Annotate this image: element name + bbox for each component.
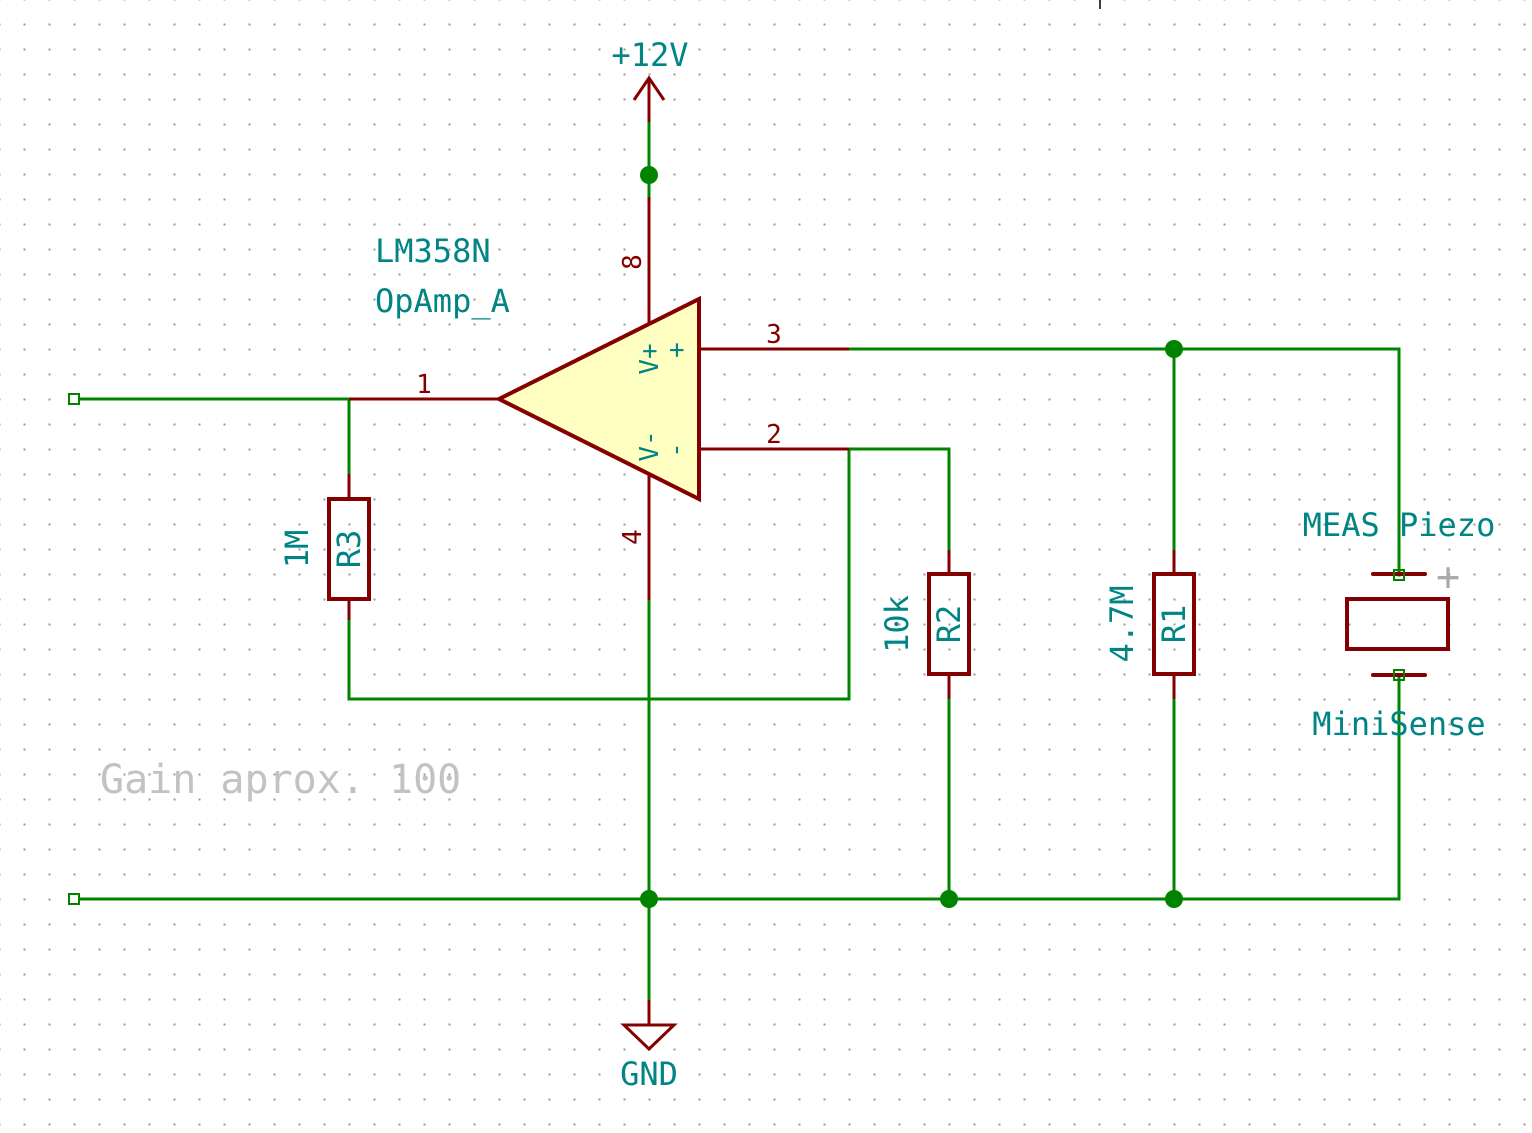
junction-dot [640, 890, 658, 908]
pin-symbol-inv: - [661, 442, 691, 458]
junction-dot [1165, 340, 1183, 358]
vcc-symbol[interactable]: +12V [611, 36, 689, 122]
resistor-r1[interactable]: R1 4.7M [1103, 550, 1196, 699]
piezo-polarity-mark: + [1436, 554, 1460, 600]
piezo-pin-minus [1393, 669, 1405, 681]
opamp-value: LM358N [375, 232, 491, 270]
r2-reference: R2 [930, 605, 968, 644]
pin-number-noninv: 3 [766, 320, 782, 350]
r2-value: 10k [878, 595, 916, 653]
pin-number-inv: 2 [766, 420, 782, 450]
r1-reference: R1 [1155, 605, 1193, 644]
piezo-name: MEAS Piezo [1303, 506, 1496, 544]
piezo-pin-plus [1393, 569, 1405, 581]
resistor-r2[interactable]: R2 10k [878, 550, 971, 699]
output-port[interactable] [68, 393, 80, 405]
wires [72, 120, 1401, 1002]
ground-port[interactable] [68, 893, 80, 905]
ground-symbol[interactable]: GND [620, 1000, 678, 1093]
pin-name-vplus: V+ [635, 343, 665, 374]
opamp-reference: OpAmp_A [375, 282, 510, 320]
junction-dot [640, 166, 658, 184]
junction-dot [940, 890, 958, 908]
vcc-label: +12V [611, 36, 688, 74]
gain-note: Gain aprox. 100 [100, 757, 461, 803]
r3-value: 1M [278, 530, 316, 569]
gnd-label: GND [620, 1055, 678, 1093]
resistor-body[interactable] [327, 497, 371, 601]
resistor-body[interactable] [1152, 572, 1196, 676]
junction-dot [1165, 890, 1183, 908]
piezo-sensor[interactable]: + MEAS Piezo MiniSense [1303, 506, 1496, 743]
pin-number-out: 1 [416, 370, 432, 400]
resistor-body[interactable] [927, 572, 971, 676]
pin-number-vminus: 4 [618, 529, 648, 545]
pin-symbol-noninv: + [662, 342, 692, 358]
junctions [640, 166, 1183, 908]
pin-number-vplus: 8 [618, 254, 648, 270]
opamp-symbol[interactable]: LM358N OpAmp_A 1 3 2 8 4 V+ V- + - [349, 197, 849, 600]
resistor-r3[interactable]: R3 1M [278, 474, 371, 620]
r1-value: 4.7M [1103, 585, 1141, 662]
piezo-value: MiniSense [1312, 705, 1485, 743]
opamp-body[interactable] [494, 295, 701, 503]
pin-name-vminus: V- [635, 430, 665, 461]
r3-reference: R3 [330, 530, 368, 569]
piezo-body[interactable] [1345, 597, 1450, 651]
